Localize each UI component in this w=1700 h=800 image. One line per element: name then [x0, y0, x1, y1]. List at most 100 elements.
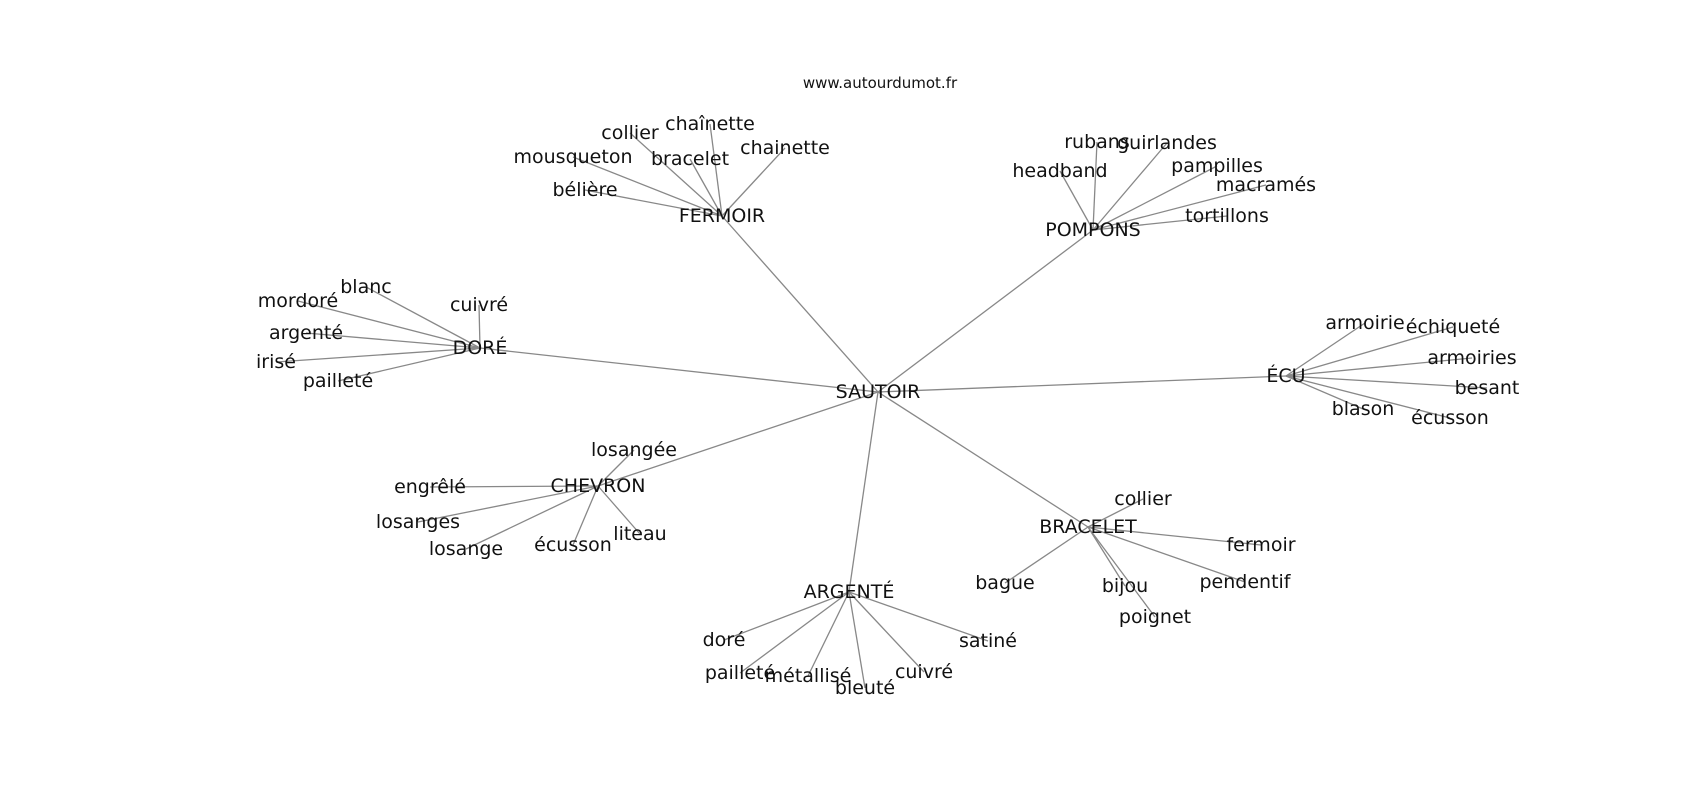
hub-node-label: ÉCU — [1266, 364, 1305, 387]
edge-hub-to-leaf — [1285, 375, 1488, 389]
graph-labels: www.autourdumot.fr SAUTOIR FERMOIR bélière… — [256, 74, 1519, 699]
edge-hub-to-leaf — [1285, 326, 1454, 377]
edge-hub-to-leaf — [465, 485, 599, 550]
edge-hub-to-leaf — [1087, 498, 1144, 528]
leaf-node-label: irisé — [256, 351, 296, 373]
leaf-node-label: fermoir — [1226, 534, 1295, 556]
edge-hub-to-leaf — [478, 304, 481, 349]
leaf-node-label: chainette — [740, 137, 830, 159]
leaf-node-label: pampilles — [1171, 155, 1263, 177]
edge-hub-to-leaf — [1092, 215, 1228, 231]
leaf-node-label: engrêlé — [394, 476, 466, 498]
edge-hub-to-leaf — [1092, 142, 1168, 231]
leaf-node-label: pailleté — [705, 662, 775, 684]
graph-edges — [275, 123, 1488, 689]
edge-hub-to-leaf — [1059, 170, 1094, 231]
hub-node-label: CHEVRON — [551, 475, 646, 497]
edge-hub-to-leaf — [689, 158, 723, 217]
edge-hub-to-leaf — [584, 189, 723, 217]
leaf-node-label: argenté — [269, 322, 343, 344]
leaf-node-label: écusson — [1411, 407, 1489, 429]
leaf-node-label: losangée — [591, 439, 677, 461]
edge-center-to-hub — [877, 229, 1094, 393]
edge-center-to-hub — [597, 391, 879, 487]
edge-hub-to-leaf — [848, 591, 989, 642]
edge-hub-to-leaf — [1087, 526, 1156, 618]
leaf-node-label: cuivré — [895, 661, 953, 683]
edge-hub-to-leaf — [709, 123, 723, 217]
edge-hub-to-leaf — [429, 485, 599, 488]
edge-hub-to-leaf — [305, 332, 481, 349]
edge-hub-to-leaf — [1087, 526, 1126, 587]
leaf-node-label: collier — [1114, 488, 1172, 510]
leaf-node-label: tortillons — [1185, 205, 1269, 227]
leaf-node-label: armoirie — [1325, 312, 1404, 334]
edge-hub-to-leaf — [1087, 526, 1246, 583]
edge-hub-to-leaf — [1285, 375, 1451, 419]
leaf-node-label: chaînette — [665, 113, 755, 135]
leaf-node-label: bracelet — [651, 148, 729, 170]
edge-hub-to-leaf — [297, 300, 481, 349]
edge-hub-to-leaf — [1092, 141, 1098, 231]
leaf-node-label: losange — [429, 538, 503, 560]
center-node-label: SAUTOIR — [836, 381, 921, 403]
edge-hub-to-leaf — [597, 449, 635, 487]
leaf-node-label: bélière — [552, 179, 617, 201]
hub-node-label: ARGENTÉ — [804, 580, 895, 603]
edge-hub-to-leaf — [365, 286, 481, 349]
leaf-node-label: headband — [1012, 160, 1107, 182]
leaf-node-label: mordoré — [258, 290, 338, 312]
edge-hub-to-leaf — [1092, 165, 1218, 231]
edge-hub-to-leaf — [721, 147, 786, 217]
leaf-node-label: doré — [703, 629, 746, 651]
leaf-node-label: poignet — [1119, 606, 1191, 628]
edge-hub-to-leaf — [1285, 375, 1364, 410]
leaf-node-label: losanges — [376, 511, 460, 533]
leaf-node-label: satiné — [959, 630, 1017, 652]
hub-node-label: DORÉ — [453, 336, 508, 359]
leaf-node-label: blason — [1332, 398, 1395, 420]
leaf-node-label: pailleté — [303, 370, 373, 392]
edge-hub-to-leaf — [1092, 184, 1267, 231]
leaf-node-label: écusson — [534, 534, 612, 556]
edge-hub-to-leaf — [739, 591, 850, 674]
leaf-node-label: bijou — [1102, 575, 1148, 597]
edge-center-to-hub — [877, 391, 1089, 528]
hub-node-label: POMPONS — [1045, 219, 1141, 241]
hub-node-label: FERMOIR — [679, 205, 765, 227]
edge-hub-to-leaf — [597, 485, 641, 535]
edge-hub-to-leaf — [1087, 526, 1262, 546]
leaf-node-label: armoiries — [1427, 347, 1516, 369]
leaf-node-label: échiqueté — [1406, 316, 1500, 338]
edge-center-to-hub — [479, 347, 879, 393]
edge-hub-to-leaf — [275, 347, 481, 363]
leaf-node-label: macramés — [1216, 174, 1316, 196]
leaf-node-label: pendentif — [1199, 571, 1291, 593]
leaf-node-label: collier — [601, 122, 659, 144]
edge-center-to-hub — [721, 215, 879, 393]
hub-node-label: BRACELET — [1039, 516, 1137, 538]
edge-center-to-hub — [848, 391, 879, 593]
edge-hub-to-leaf — [1285, 322, 1366, 377]
edge-hub-to-leaf — [723, 591, 850, 641]
edge-hub-to-leaf — [848, 591, 925, 673]
edge-hub-to-leaf — [417, 485, 599, 523]
edge-hub-to-leaf — [629, 132, 723, 217]
site-caption: www.autourdumot.fr — [803, 74, 958, 92]
leaf-node-label: cuivré — [450, 294, 508, 316]
edge-hub-to-leaf — [807, 591, 850, 677]
leaf-node-label: liteau — [613, 523, 666, 545]
leaf-node-label: blanc — [340, 276, 391, 298]
leaf-node-label: besant — [1455, 377, 1520, 399]
leaf-node-label: bague — [975, 572, 1035, 594]
leaf-node-label: rubans — [1064, 131, 1130, 153]
leaf-node-label: mousqueton — [514, 146, 633, 168]
leaf-node-label: bleuté — [835, 677, 895, 699]
edge-hub-to-leaf — [848, 591, 866, 689]
edge-hub-to-leaf — [572, 156, 723, 217]
edge-hub-to-leaf — [572, 485, 599, 546]
leaf-node-label: guirlandes — [1117, 132, 1217, 154]
edge-hub-to-leaf — [1004, 526, 1089, 584]
